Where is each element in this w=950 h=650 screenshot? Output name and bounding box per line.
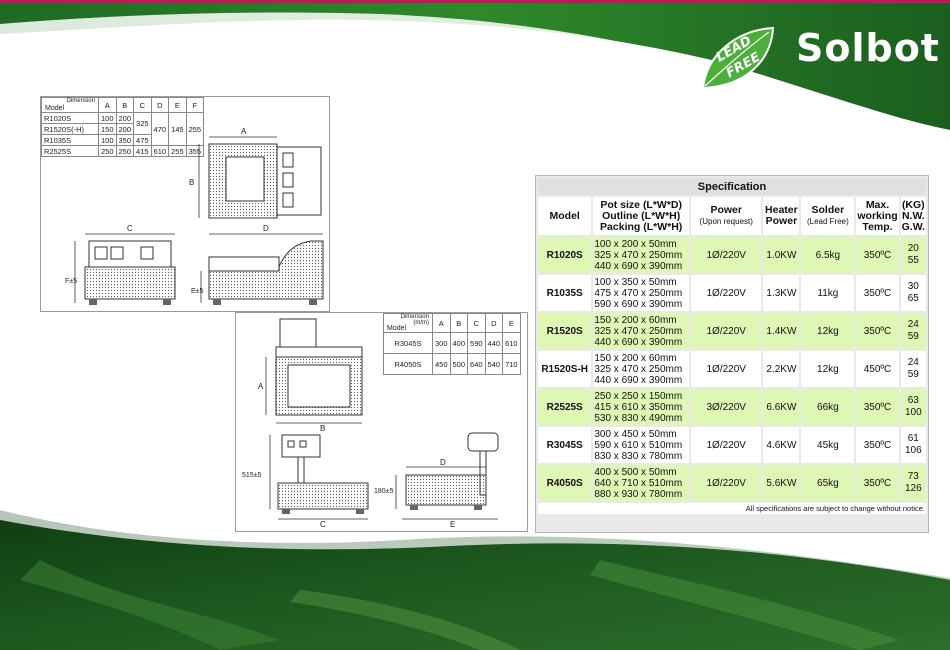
dim-label-e-2: E xyxy=(450,520,455,529)
drawing-panel-2: Dimension(m/m)Model A B C D E R3045S 300… xyxy=(235,312,528,532)
leaf-icon xyxy=(701,26,775,90)
dim-label-c-2: C xyxy=(320,520,326,529)
dim-label-c: C xyxy=(127,224,133,233)
dim-label-b-2: B xyxy=(320,424,325,433)
header-model: Model xyxy=(538,197,592,235)
spec-note: All specifications are subject to change… xyxy=(538,503,926,514)
machine-drawing-2: A B C 515±5 D E 180±5 xyxy=(242,318,499,529)
dim-label-h2: 180±5 xyxy=(374,488,394,495)
brand-logo: Solbot xyxy=(796,26,940,70)
dim-label-d-2: D xyxy=(440,458,446,467)
dim-label-h1: 515±5 xyxy=(242,472,262,479)
dim-label-e: E±5 xyxy=(191,288,204,295)
spec-title: Specification xyxy=(538,178,926,195)
dim-label-a-2: A xyxy=(258,382,264,391)
dim-label-d: D xyxy=(263,224,269,233)
specification-panel: Specification Model Pot size (L*W*D) Out… xyxy=(535,175,929,533)
header-power: Power (Upon request) xyxy=(691,197,762,235)
dimension-table-2: Dimension(m/m)Model A B C D E R3045S 300… xyxy=(383,313,521,375)
dim-label-f: F±5 xyxy=(65,278,77,285)
specification-table: Specification Model Pot size (L*W*D) Out… xyxy=(536,176,928,516)
dim-label-b: B xyxy=(189,178,194,187)
dim-label-a: A xyxy=(241,127,247,136)
header-solder: Solder (Lead Free) xyxy=(801,197,855,235)
lead-free-badge: LEAD FREE xyxy=(697,24,777,94)
machine-drawing-1: A B C D F±5 E±5 xyxy=(65,127,324,305)
header-weight: (KG)N.W.G.W. xyxy=(900,197,926,235)
header-pot: Pot size (L*W*D) Outline (L*W*H) Packing… xyxy=(593,197,690,235)
